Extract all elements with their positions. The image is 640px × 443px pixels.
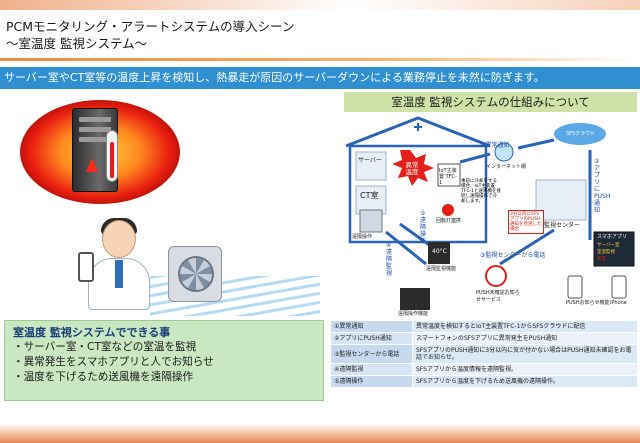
tablet-monitor-icon	[428, 242, 450, 264]
unanswered-note: 3分以内にSFSアプリのPUSH通知を見逃した場合	[508, 210, 544, 234]
table-cell-key: ①異常通知	[330, 320, 413, 333]
step2-label: ②アプリにPUSH通知	[594, 158, 611, 214]
server-bay	[79, 117, 111, 122]
building-roof	[345, 116, 491, 148]
title-line-2: ～室温度 監視システム～	[6, 36, 148, 51]
status-item: 異常	[597, 257, 606, 262]
server-room-box	[355, 151, 387, 181]
mechanism-title: 室温度 監視システムの仕組みについて	[344, 92, 637, 112]
alert-burst-icon	[392, 150, 434, 186]
table-row: ③監視センターから電話 SFSアプリのPUSH通知に3分以内に気が付かない場合は…	[330, 344, 638, 364]
arrow-step5	[385, 230, 427, 266]
android-phone-icon	[567, 275, 583, 299]
step1-label: ①異常通知	[480, 142, 510, 149]
status-item: 室温監視	[597, 250, 615, 255]
internet-globe-icon	[494, 142, 514, 162]
table-cell-key: ⑤遠隔操作	[330, 375, 413, 388]
remote-op-func-label: 遠隔操作機能	[398, 311, 429, 317]
table-cell-key: ③監視センターから電話	[330, 344, 413, 364]
remote-op-label: 遠隔操作	[352, 234, 373, 240]
table-cell-value: SFSアプリのPUSH通知に3分以内に気が付かない場合はPUSH通知未確認をお電…	[412, 344, 638, 364]
push-service-label: PUSH未確認お知らせサービス	[476, 290, 520, 303]
step5-label: ⑤遠隔操作	[420, 210, 427, 245]
feature-item: ・サーバー室・CT室などの室温を監視	[13, 341, 197, 353]
status-item: サーバー室	[597, 243, 620, 248]
person-tie	[115, 260, 123, 288]
person-head	[102, 220, 136, 258]
table-cell-key: ④遠隔監視	[330, 363, 413, 376]
iot-device-icon	[437, 163, 461, 187]
smartphone-icon	[78, 252, 94, 282]
staff-person-illustration	[70, 218, 162, 310]
cloud-label: SFSクラウド	[566, 131, 596, 137]
table-row: ⑤遠隔操作 SFSアプリから温度を下げるため送風機の遠隔操作。	[330, 375, 638, 388]
page-title: PCMモニタリング・アラートシステムの導入シーン ～室温度 監視システム～	[6, 18, 295, 52]
step4-label: ④遠隔監視	[386, 242, 393, 277]
iphone-label: iPhone	[610, 300, 627, 306]
iot-note: 事前に冷却をする場合、IoT主装置TFC-1と送風機を接続し遠隔操作で冷却します…	[461, 179, 501, 204]
step3-label: ③監視センターから電話	[480, 252, 546, 259]
arrow-step3	[499, 228, 555, 266]
system-diagram: サーバー CT室 異常温度 IoT主装置 TFC-1 回転灯連携 遠隔操作 イン…	[340, 114, 638, 319]
rotating-light-label: 回転灯連携	[436, 218, 462, 224]
table-cell-value: スマートフォンのSFSアプリに異常発生をPUSH通知	[412, 332, 638, 345]
phone-call-icon	[485, 265, 507, 287]
server-room-label: サーバー	[358, 157, 382, 164]
internet-label: インターネット網	[486, 164, 527, 170]
features-box: 室温度 監視システムでできる事 ・サーバー室・CT室などの室温を監視 ・異常発生…	[4, 320, 324, 401]
ct-room-label: CT室	[360, 191, 379, 200]
table-cell-key: ②アプリにPUSH通知	[330, 332, 413, 345]
table-row: ②アプリにPUSH通知 スマートフォンのSFSアプリに異常発生をPUSH通知	[330, 332, 638, 345]
table-row: ④遠隔監視 SFSアプリから温度情報を遠隔監視。	[330, 363, 638, 376]
rotating-light-icon	[442, 204, 454, 216]
table-row: ①異常通知 異常温度を検知するとIoT主装置TFC-1からSFSクラウドに配信	[330, 320, 638, 333]
table-cell-value: 異常温度を検知するとIoT主装置TFC-1からSFSクラウドに配信	[412, 320, 638, 333]
blower-fan-illustration	[168, 246, 222, 302]
remote-monitor-func-label: 遠隔監視機能	[426, 266, 457, 272]
title-line-1: PCMモニタリング・アラートシステムの導入シーン	[6, 19, 295, 34]
feature-item: ・異常発生をスマホアプリと人でお知らせ	[13, 356, 214, 368]
tablet-control-icon	[400, 288, 430, 310]
push-func-label: PUSHお知らせ機能	[566, 300, 610, 306]
monitor-center-label: 監視センター	[544, 222, 581, 229]
title-underline	[0, 58, 640, 61]
top-accent-bar	[0, 0, 640, 10]
server-bay	[79, 137, 111, 142]
table-cell-value: SFSアプリから温度情報を遠隔監視。	[412, 363, 638, 376]
smartphone-app-label: スマホアプリ	[597, 234, 627, 240]
server-bay	[79, 127, 111, 132]
bottom-accent-bar	[0, 424, 640, 443]
iphone-icon	[611, 275, 627, 299]
subtitle-banner: サーバー室やCT室等の温度上昇を検知し、熱暴走が原因のサーバーダウンによる業務停…	[0, 67, 640, 89]
temp-value: 40°C	[432, 248, 447, 255]
app-screen-icon	[593, 231, 635, 267]
temperature-rise-arrow-icon	[86, 158, 98, 172]
features-heading: 室温度 監視システムでできる事	[13, 326, 171, 339]
arrow-step1	[459, 152, 491, 164]
fan-blade-icon	[178, 256, 214, 292]
thermometer-icon	[106, 130, 118, 182]
alert-temp-label: 異常温度	[405, 161, 419, 176]
fan-device-icon	[359, 209, 383, 233]
arrow-to-cloud	[517, 138, 555, 150]
table-cell-value: SFSアプリから温度を下げるため送風機の遠隔操作。	[412, 375, 638, 388]
diagram-graphics	[345, 116, 635, 310]
feature-item: ・温度を下げるため送風機を遠隔操作	[13, 371, 194, 383]
iot-device-label: IoT主装置 TFC-1	[439, 168, 457, 186]
cloud-icon	[554, 123, 606, 145]
thermometer-mercury	[110, 142, 114, 178]
steps-table: ①異常通知 異常温度を検知するとIoT主装置TFC-1からSFSクラウドに配信 …	[330, 320, 638, 388]
monitor-center-box	[535, 179, 587, 221]
